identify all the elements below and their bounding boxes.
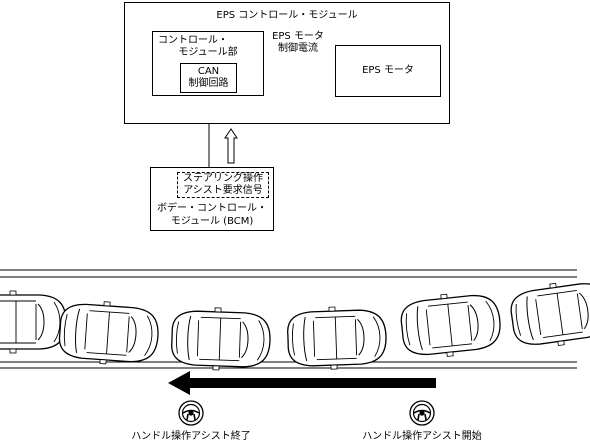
car-1 <box>0 290 67 354</box>
can-label: CAN <box>197 66 220 77</box>
bcm-name-label-2: モジュール (BCM) <box>170 216 254 227</box>
assist-start-label: ハンドル操作アシスト開始 <box>362 431 482 442</box>
car-3 <box>170 305 272 373</box>
eps-module-title: EPS コントロール・モジュール <box>216 10 358 21</box>
motor-current-label-2: 制御電流 <box>278 43 318 54</box>
motor-current-label-1: EPS モータ <box>272 31 324 42</box>
road-lines <box>0 269 577 369</box>
eps-motor <box>335 45 441 97</box>
car-6 <box>507 275 590 353</box>
control-unit-label-2: モジュール部 <box>178 47 238 58</box>
eps-motor-label: EPS モータ <box>362 65 414 76</box>
can-circuit-label: 制御回路 <box>188 78 229 89</box>
car-4 <box>286 304 388 372</box>
assist-end-label: ハンドル操作アシスト終了 <box>131 431 251 442</box>
bcm-box <box>150 167 274 231</box>
car-2 <box>57 298 161 369</box>
request-signal-label-2: アシスト要求信号 <box>183 185 263 196</box>
request-signal-arrow <box>224 128 238 164</box>
request-signal-frame <box>177 172 269 198</box>
assist-direction-arrow <box>168 371 436 395</box>
steering-wheel-end-icon <box>178 400 204 426</box>
car-5 <box>398 288 504 362</box>
request-signal-label-1: ステアリング操作 <box>183 173 263 184</box>
control-unit-label-1: コントロール・ <box>158 35 228 46</box>
steering-wheel-start-icon <box>409 400 435 426</box>
can-control-circuit <box>180 63 237 93</box>
bcm-name-label-1: ボデー・コントロール・ <box>157 203 267 214</box>
